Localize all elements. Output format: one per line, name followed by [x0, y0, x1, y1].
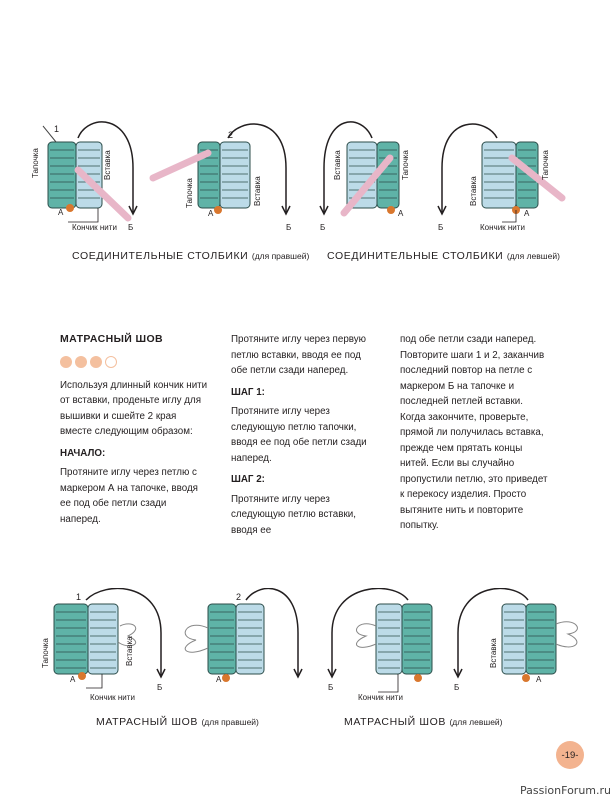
intro-paragraph: Используя длинный кончик нити от вставки…	[60, 379, 208, 438]
step2-heading: ШАГ 2:	[231, 474, 265, 485]
section-title: МАТРАСНЫЙ ШОВ	[60, 333, 164, 345]
label-b: Б	[157, 683, 162, 692]
label-num-2: 2	[236, 592, 241, 602]
label-a-2: А	[216, 675, 222, 684]
caption-sub: (для левшей)	[506, 251, 560, 261]
label-b: Б	[328, 683, 333, 692]
difficulty-dot-filled	[75, 355, 87, 368]
panel-step-2: Вставка А Б	[453, 588, 578, 692]
panel-step-2: Вставка Тапочка А Б Кончик нити	[437, 123, 566, 232]
label-insert-2: Вставка	[469, 176, 478, 206]
difficulty-dot-filled	[90, 355, 102, 368]
caption-slip-stitch-left: СОЕДИНИТЕЛЬНЫЕ СТОЛБИКИ (для левшей)	[327, 250, 560, 262]
text-column-3: под обе петли сзади наперед. Повторите ш…	[400, 332, 550, 540]
caption-mattress-right: МАТРАСНЫЙ ШОВ (для правшей)	[96, 716, 259, 728]
difficulty-dot-empty	[105, 355, 117, 368]
text-column-1: МАТРАСНЫЙ ШОВ Используя длинный кончик н…	[60, 332, 208, 533]
label-b-2: Б	[438, 223, 443, 232]
mattress-stitch-right-hand-illustration: 1 Тапочка Вставка А Б Кончик нити 2 А	[41, 588, 303, 702]
panel-step-1: Вставка Тапочка А Б	[319, 121, 410, 232]
label-a-2: А	[208, 209, 214, 218]
label-a: А	[70, 675, 76, 684]
label-a: А	[398, 209, 404, 218]
start-heading: НАЧАЛО:	[60, 447, 106, 459]
caption-mattress-left: МАТРАСНЫЙ ШОВ (для левшей)	[344, 716, 503, 728]
label-b: Б	[320, 223, 325, 232]
slip-stitch-left-hand-illustration: Вставка Тапочка А Б Вставка Тапочка А Б …	[319, 121, 566, 232]
label-num-1: 1	[54, 124, 59, 134]
label-b-2: Б	[454, 683, 459, 692]
label-insert: Вставка	[125, 636, 134, 666]
start-paragraph: Протяните иглу через петлю с маркером А …	[60, 467, 198, 525]
label-slipper: Тапочка	[31, 148, 40, 178]
panel-step-1: 1 Тапочка Вставка А Б Кончик нити	[31, 121, 138, 232]
caption-main: СОЕДИНИТЕЛЬНЫЕ СТОЛБИКИ	[327, 250, 504, 262]
tail-label: Кончик нити	[72, 223, 117, 232]
caption-main: СОЕДИНИТЕЛЬНЫЕ СТОЛБИКИ	[72, 250, 249, 262]
label-slipper-2: Тапочка	[185, 178, 194, 208]
panel-step-2: 2 А	[184, 588, 303, 684]
label-slipper: Тапочка	[401, 150, 410, 180]
label-insert: Вставка	[333, 150, 342, 180]
label-insert: Вставка	[103, 150, 112, 180]
label-a: А	[58, 208, 64, 217]
page-number: -19-	[556, 741, 584, 769]
label-slipper-2: Тапочка	[541, 150, 550, 180]
insert-paragraph: Протяните иглу через первую петлю вставк…	[231, 334, 366, 376]
difficulty-dot-filled	[60, 355, 72, 368]
difficulty-rating	[60, 355, 208, 368]
caption-main: МАТРАСНЫЙ ШОВ	[344, 716, 446, 728]
text-column-2: Протяните иглу через первую петлю вставк…	[231, 332, 379, 544]
panel-step-2: 2 Тапочка Вставка А Б	[149, 123, 291, 232]
watermark: PassionForum.ru	[520, 784, 611, 797]
label-insert-2: Вставка	[489, 638, 498, 668]
label-insert-2: Вставка	[253, 176, 262, 206]
label-a-2: А	[536, 675, 542, 684]
caption-sub: (для правшей)	[251, 251, 310, 261]
panel-step-1: Б Кончик нити	[327, 588, 433, 702]
label-a-2: А	[524, 209, 530, 218]
tail-label: Кончик нити	[358, 693, 403, 702]
label-b: Б	[128, 223, 133, 232]
caption-sub: (для левшей)	[449, 717, 503, 727]
step2-paragraph: Протяните иглу через следующую петлю вст…	[231, 493, 356, 536]
step1-paragraph: Протяните иглу через следующую петлю тап…	[231, 406, 367, 464]
tail-label: Кончик нити	[480, 223, 525, 232]
caption-main: МАТРАСНЫЙ ШОВ	[96, 716, 198, 728]
mattress-stitch-left-hand-illustration: Б Кончик нити Вставка А Б	[327, 588, 578, 702]
label-num-2: 2	[228, 130, 233, 140]
caption-slip-stitch-right: СОЕДИНИТЕЛЬНЫЕ СТОЛБИКИ (для правшей)	[72, 250, 309, 262]
tail-label: Кончик нити	[90, 693, 135, 702]
panel-step-1: 1 Тапочка Вставка А Б Кончик нити	[41, 588, 166, 702]
repeat-paragraph: под обе петли сзади наперед. Повторите ш…	[400, 334, 548, 531]
slip-stitch-right-hand-illustration: 1 Тапочка Вставка А Б Кончик нити 2 Тапо…	[31, 121, 291, 232]
step1-heading: ШАГ 1:	[231, 386, 265, 398]
label-slipper: Тапочка	[41, 638, 50, 668]
caption-sub: (для правшей)	[201, 717, 259, 727]
label-num-1: 1	[76, 592, 81, 602]
label-b-2: Б	[286, 223, 291, 232]
